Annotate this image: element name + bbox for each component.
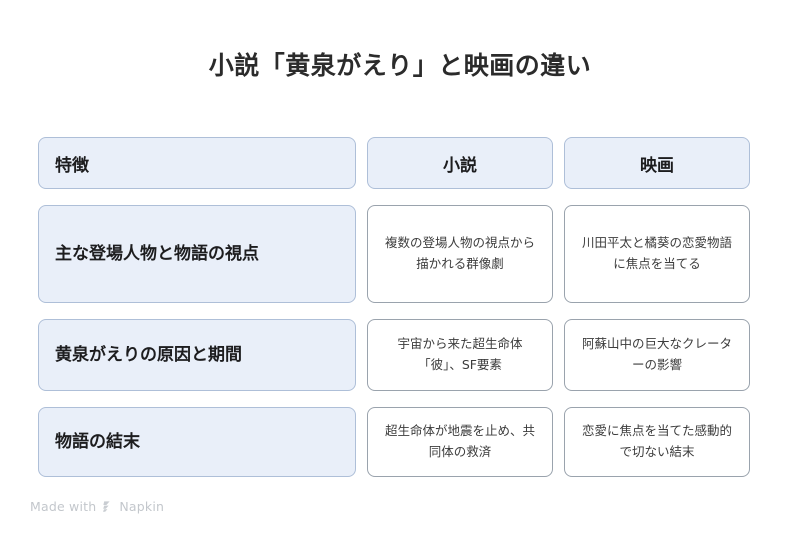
row-novel-text: 複数の登場人物の視点から描かれる群像劇 [384, 235, 535, 271]
header-cell-novel: 小説 [367, 137, 553, 189]
row-label-cell: 物語の結末 [38, 407, 356, 477]
table-header-row: 特徴 小説 映画 [38, 137, 762, 189]
row-novel-text: 超生命体が地震を止め、共同体の救済 [384, 423, 535, 459]
row-movie-cell: 阿蘇山中の巨大なクレーターの影響 [564, 319, 750, 391]
row-label-text: 黄泉がえりの原因と期間 [55, 344, 242, 365]
row-label-cell: 黄泉がえりの原因と期間 [38, 319, 356, 391]
table-row: 黄泉がえりの原因と期間 宇宙から来た超生命体「彼」、SF要素 阿蘇山中の巨大なク… [38, 319, 762, 391]
table-row: 物語の結末 超生命体が地震を止め、共同体の救済 恋愛に焦点を当てた感動的で切ない… [38, 407, 762, 477]
row-novel-text: 宇宙から来た超生命体「彼」、SF要素 [397, 336, 523, 372]
comparison-table: 特徴 小説 映画 主な登場人物と物語の視点 複数の登場人物の視点から描かれる群像… [38, 137, 762, 477]
header-cell-movie: 映画 [564, 137, 750, 189]
header-label-feature: 特徴 [55, 155, 89, 176]
row-label-text: 物語の結末 [55, 431, 140, 452]
row-movie-text: 川田平太と橘葵の恋愛物語に焦点を当てる [581, 235, 732, 271]
row-novel-cell: 超生命体が地震を止め、共同体の救済 [367, 407, 553, 477]
brand-name-label: Napkin [119, 499, 165, 514]
row-novel-cell: 宇宙から来た超生命体「彼」、SF要素 [367, 319, 553, 391]
page-title: 小説「黄泉がえり」と映画の違い [208, 51, 592, 80]
row-novel-cell: 複数の登場人物の視点から描かれる群像劇 [367, 205, 553, 303]
row-movie-text: 恋愛に焦点を当てた感動的で切ない結末 [581, 423, 732, 459]
footer-attribution: Made with Napkin [30, 499, 164, 514]
napkin-chevrons-icon [101, 500, 114, 513]
table-row: 主な登場人物と物語の視点 複数の登場人物の視点から描かれる群像劇 川田平太と橘葵… [38, 205, 762, 303]
row-movie-text: 阿蘇山中の巨大なクレーターの影響 [581, 336, 732, 372]
header-label-novel: 小説 [443, 155, 477, 176]
row-movie-cell: 恋愛に焦点を当てた感動的で切ない結末 [564, 407, 750, 477]
made-with-label: Made with [30, 499, 97, 514]
row-label-text: 主な登場人物と物語の視点 [55, 243, 259, 264]
header-label-movie: 映画 [640, 155, 674, 176]
row-movie-cell: 川田平太と橘葵の恋愛物語に焦点を当てる [564, 205, 750, 303]
row-label-cell: 主な登場人物と物語の視点 [38, 205, 356, 303]
header-cell-feature: 特徴 [38, 137, 356, 189]
